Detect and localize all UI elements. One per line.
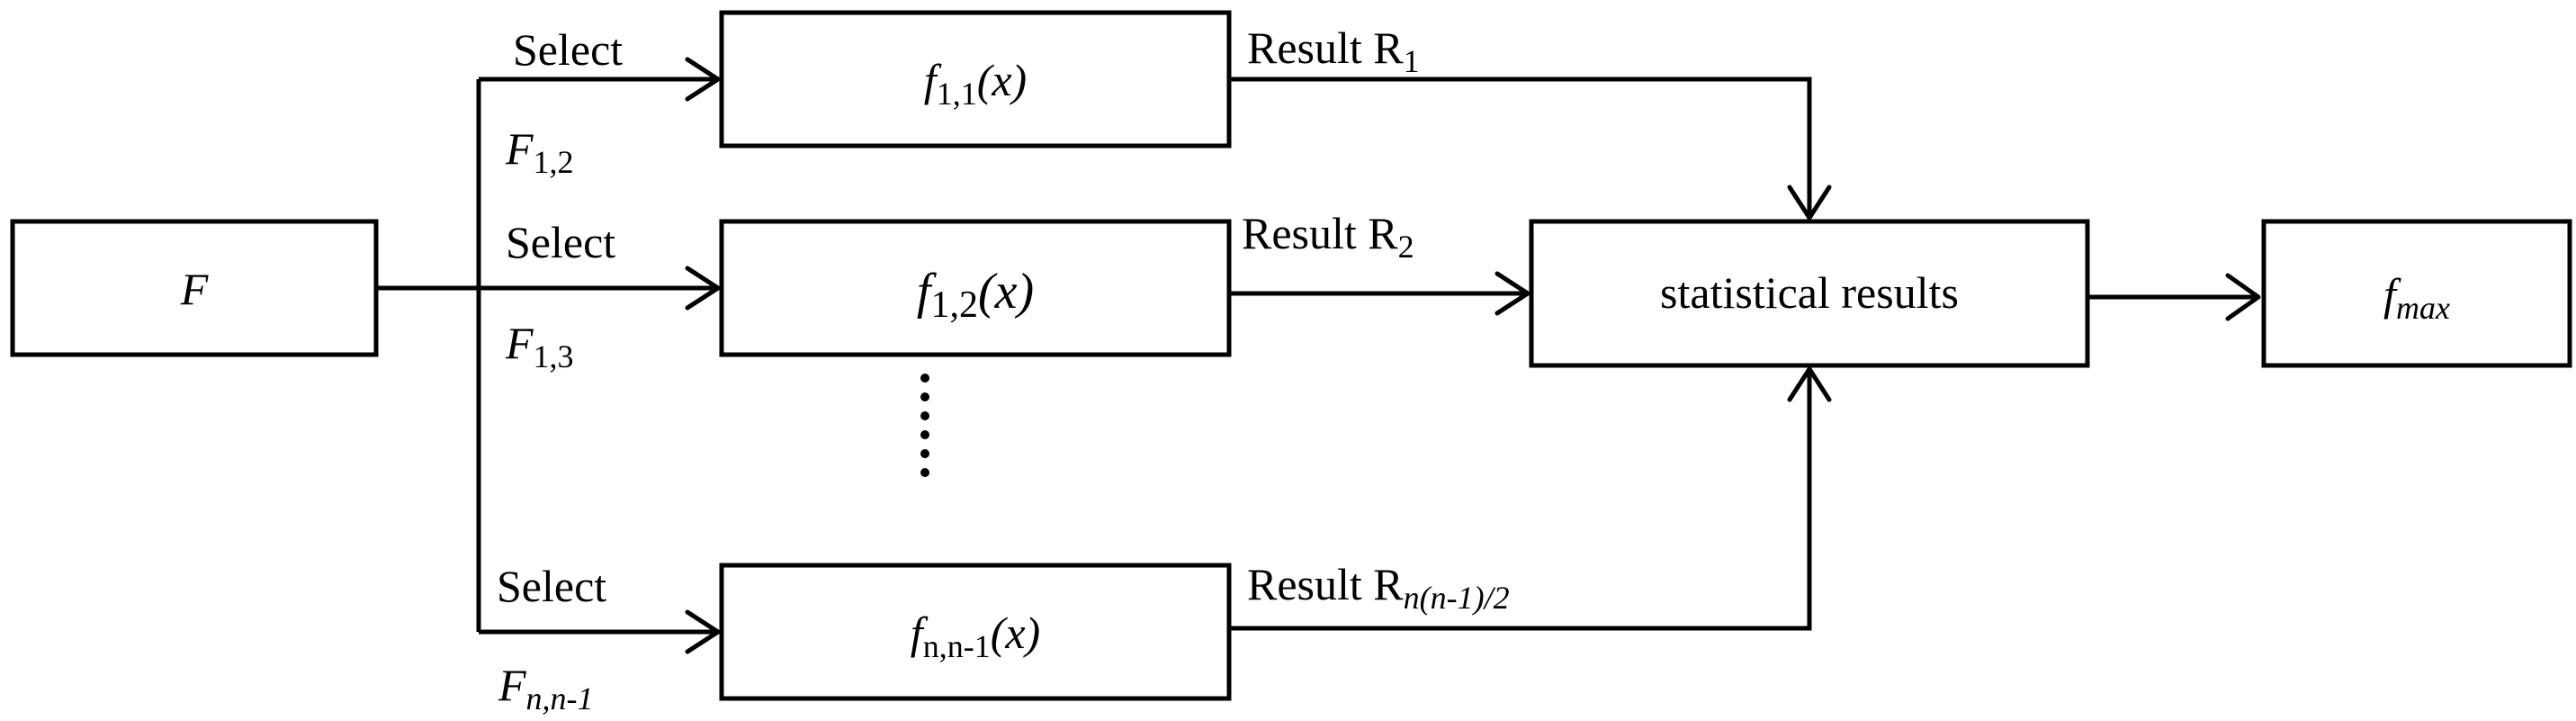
- select-label-3: Select: [497, 561, 606, 611]
- branch2-arrowhead: [685, 266, 721, 311]
- branch2-label: f1,2(x): [917, 264, 1034, 326]
- stats-label: statistical results: [1660, 267, 1959, 318]
- branch1-arrowhead: [685, 57, 721, 102]
- result-label-2: Result R2: [1242, 208, 1414, 265]
- select-var-2: F1,3: [505, 318, 574, 374]
- ellipsis-dots: [920, 374, 929, 477]
- select-var-3: Fn,n-1: [498, 660, 594, 716]
- branch3-label: fn,n-1(x): [911, 608, 1040, 664]
- result1-arrowhead: [1787, 185, 1832, 221]
- output-arrowhead: [2225, 273, 2261, 321]
- result-label-1: Result R1: [1247, 23, 1420, 79]
- result3-line: [1229, 371, 1812, 631]
- branch1-box: [719, 10, 1232, 149]
- branch3-arrowhead: [685, 609, 721, 654]
- branch1-label: f1,1(x): [924, 55, 1027, 112]
- select-label-2: Select: [506, 217, 615, 267]
- stats-box: [1529, 219, 2090, 368]
- result2-arrowhead: [1494, 271, 1530, 316]
- output-box: [2261, 219, 2572, 368]
- branch2-box: [719, 219, 1232, 357]
- output-label: fmax: [2383, 269, 2450, 326]
- branch3-box: [719, 563, 1232, 701]
- result3-arrowhead: [1787, 366, 1832, 402]
- input-label: F: [180, 264, 209, 314]
- result-label-3: Result Rn(n-1)/2: [1247, 559, 1510, 616]
- result1-line: [1229, 77, 1812, 216]
- select-label-1: Select: [513, 24, 623, 75]
- select-var-1: F1,2: [505, 123, 574, 180]
- input-box: [10, 219, 379, 357]
